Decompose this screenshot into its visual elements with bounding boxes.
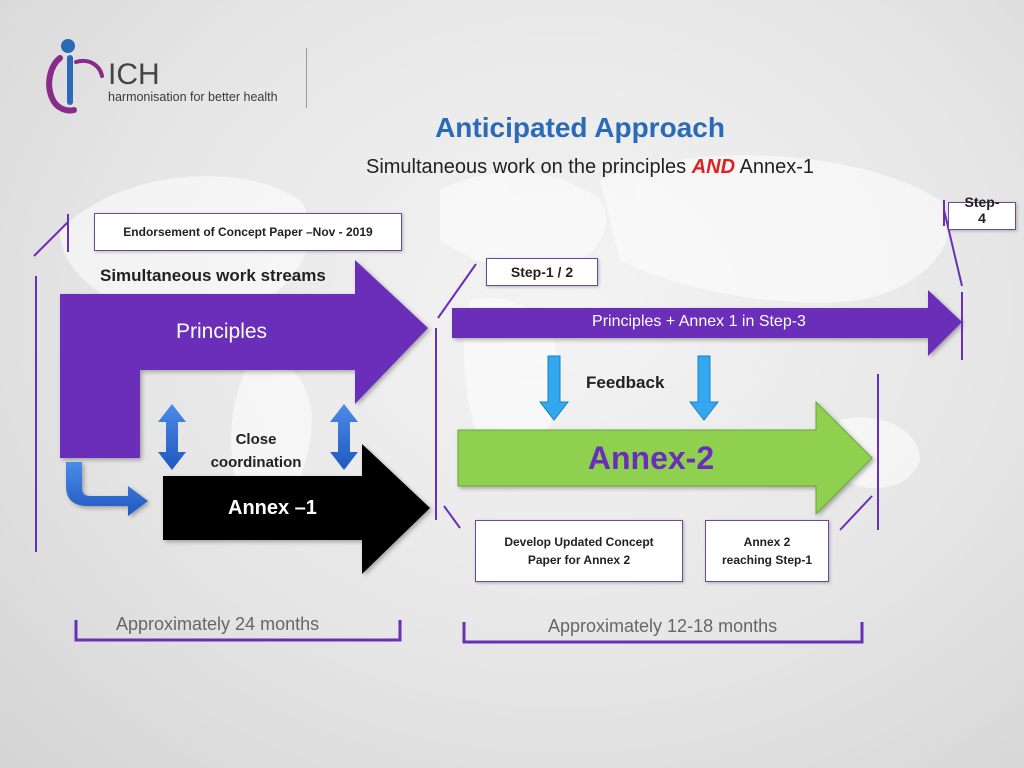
middle-bracket-lines bbox=[435, 263, 477, 529]
feedback-arrow-right bbox=[688, 355, 720, 421]
page-title: Anticipated Approach bbox=[435, 112, 725, 143]
principles-annex-label: Principles + Annex 1 in Step-3 bbox=[592, 313, 806, 330]
right-bracket-lines bbox=[839, 200, 963, 531]
close-line1: Close bbox=[235, 431, 277, 448]
feedback-arrow-left bbox=[538, 355, 570, 421]
annex2-label: Annex-2 bbox=[587, 440, 715, 476]
endorsement-box: Endorsement of Concept Paper –Nov - 2019 bbox=[94, 213, 402, 251]
feedback-label: Feedback bbox=[586, 373, 665, 392]
logo-name: ICH bbox=[108, 58, 160, 91]
footer-right-duration: Approximately 12-18 months bbox=[548, 616, 778, 636]
page-subtitle: Simultaneous work on the principles AND … bbox=[280, 156, 900, 179]
coordination-double-arrow-left bbox=[158, 404, 186, 470]
footer-left-duration: Approximately 24 months bbox=[116, 614, 320, 634]
ich-logo-icon bbox=[46, 39, 104, 114]
close-coordination-label: Close coordination bbox=[196, 428, 316, 474]
annex2-step1-line2: reaching Step-1 bbox=[721, 553, 813, 567]
coordination-double-arrow-right bbox=[330, 404, 358, 470]
close-line2: coordination bbox=[210, 454, 302, 471]
step4-line1: Step- bbox=[964, 194, 1000, 210]
annex2-step1-box: Annex 2 reaching Step-1 bbox=[705, 520, 829, 582]
develop-concept-box: Develop Updated Concept Paper for Annex … bbox=[475, 520, 683, 582]
step4-line2: 4 bbox=[978, 210, 986, 226]
logo-divider bbox=[306, 48, 307, 108]
bent-connector-arrow bbox=[66, 462, 148, 516]
subtitle-text-before: Simultaneous work on the principles bbox=[365, 156, 687, 178]
annex2-step1-line1: Annex 2 bbox=[743, 535, 791, 549]
annex2-arrow bbox=[457, 400, 873, 516]
subtitle-emphasis: AND bbox=[691, 156, 736, 178]
step3-arrow bbox=[452, 290, 962, 356]
principles-label: Principles bbox=[176, 320, 268, 343]
simultaneous-label: Simultaneous work streams bbox=[100, 266, 326, 285]
principles-arrow bbox=[60, 260, 428, 458]
left-bracket-lines bbox=[33, 214, 69, 552]
logo-tagline: harmonisation for better health bbox=[108, 90, 278, 104]
step4-box: Step- 4 bbox=[948, 194, 1016, 230]
subtitle-text-after: Annex-1 bbox=[739, 156, 815, 178]
develop-line2: Paper for Annex 2 bbox=[527, 553, 631, 567]
develop-line1: Develop Updated Concept bbox=[504, 535, 654, 549]
annex1-label: Annex –1 bbox=[228, 497, 317, 519]
footer-bracket-left bbox=[74, 620, 402, 642]
annex1-arrow bbox=[163, 444, 430, 574]
step12-box: Step-1 / 2 bbox=[486, 258, 598, 286]
footer-bracket-right bbox=[462, 622, 864, 644]
